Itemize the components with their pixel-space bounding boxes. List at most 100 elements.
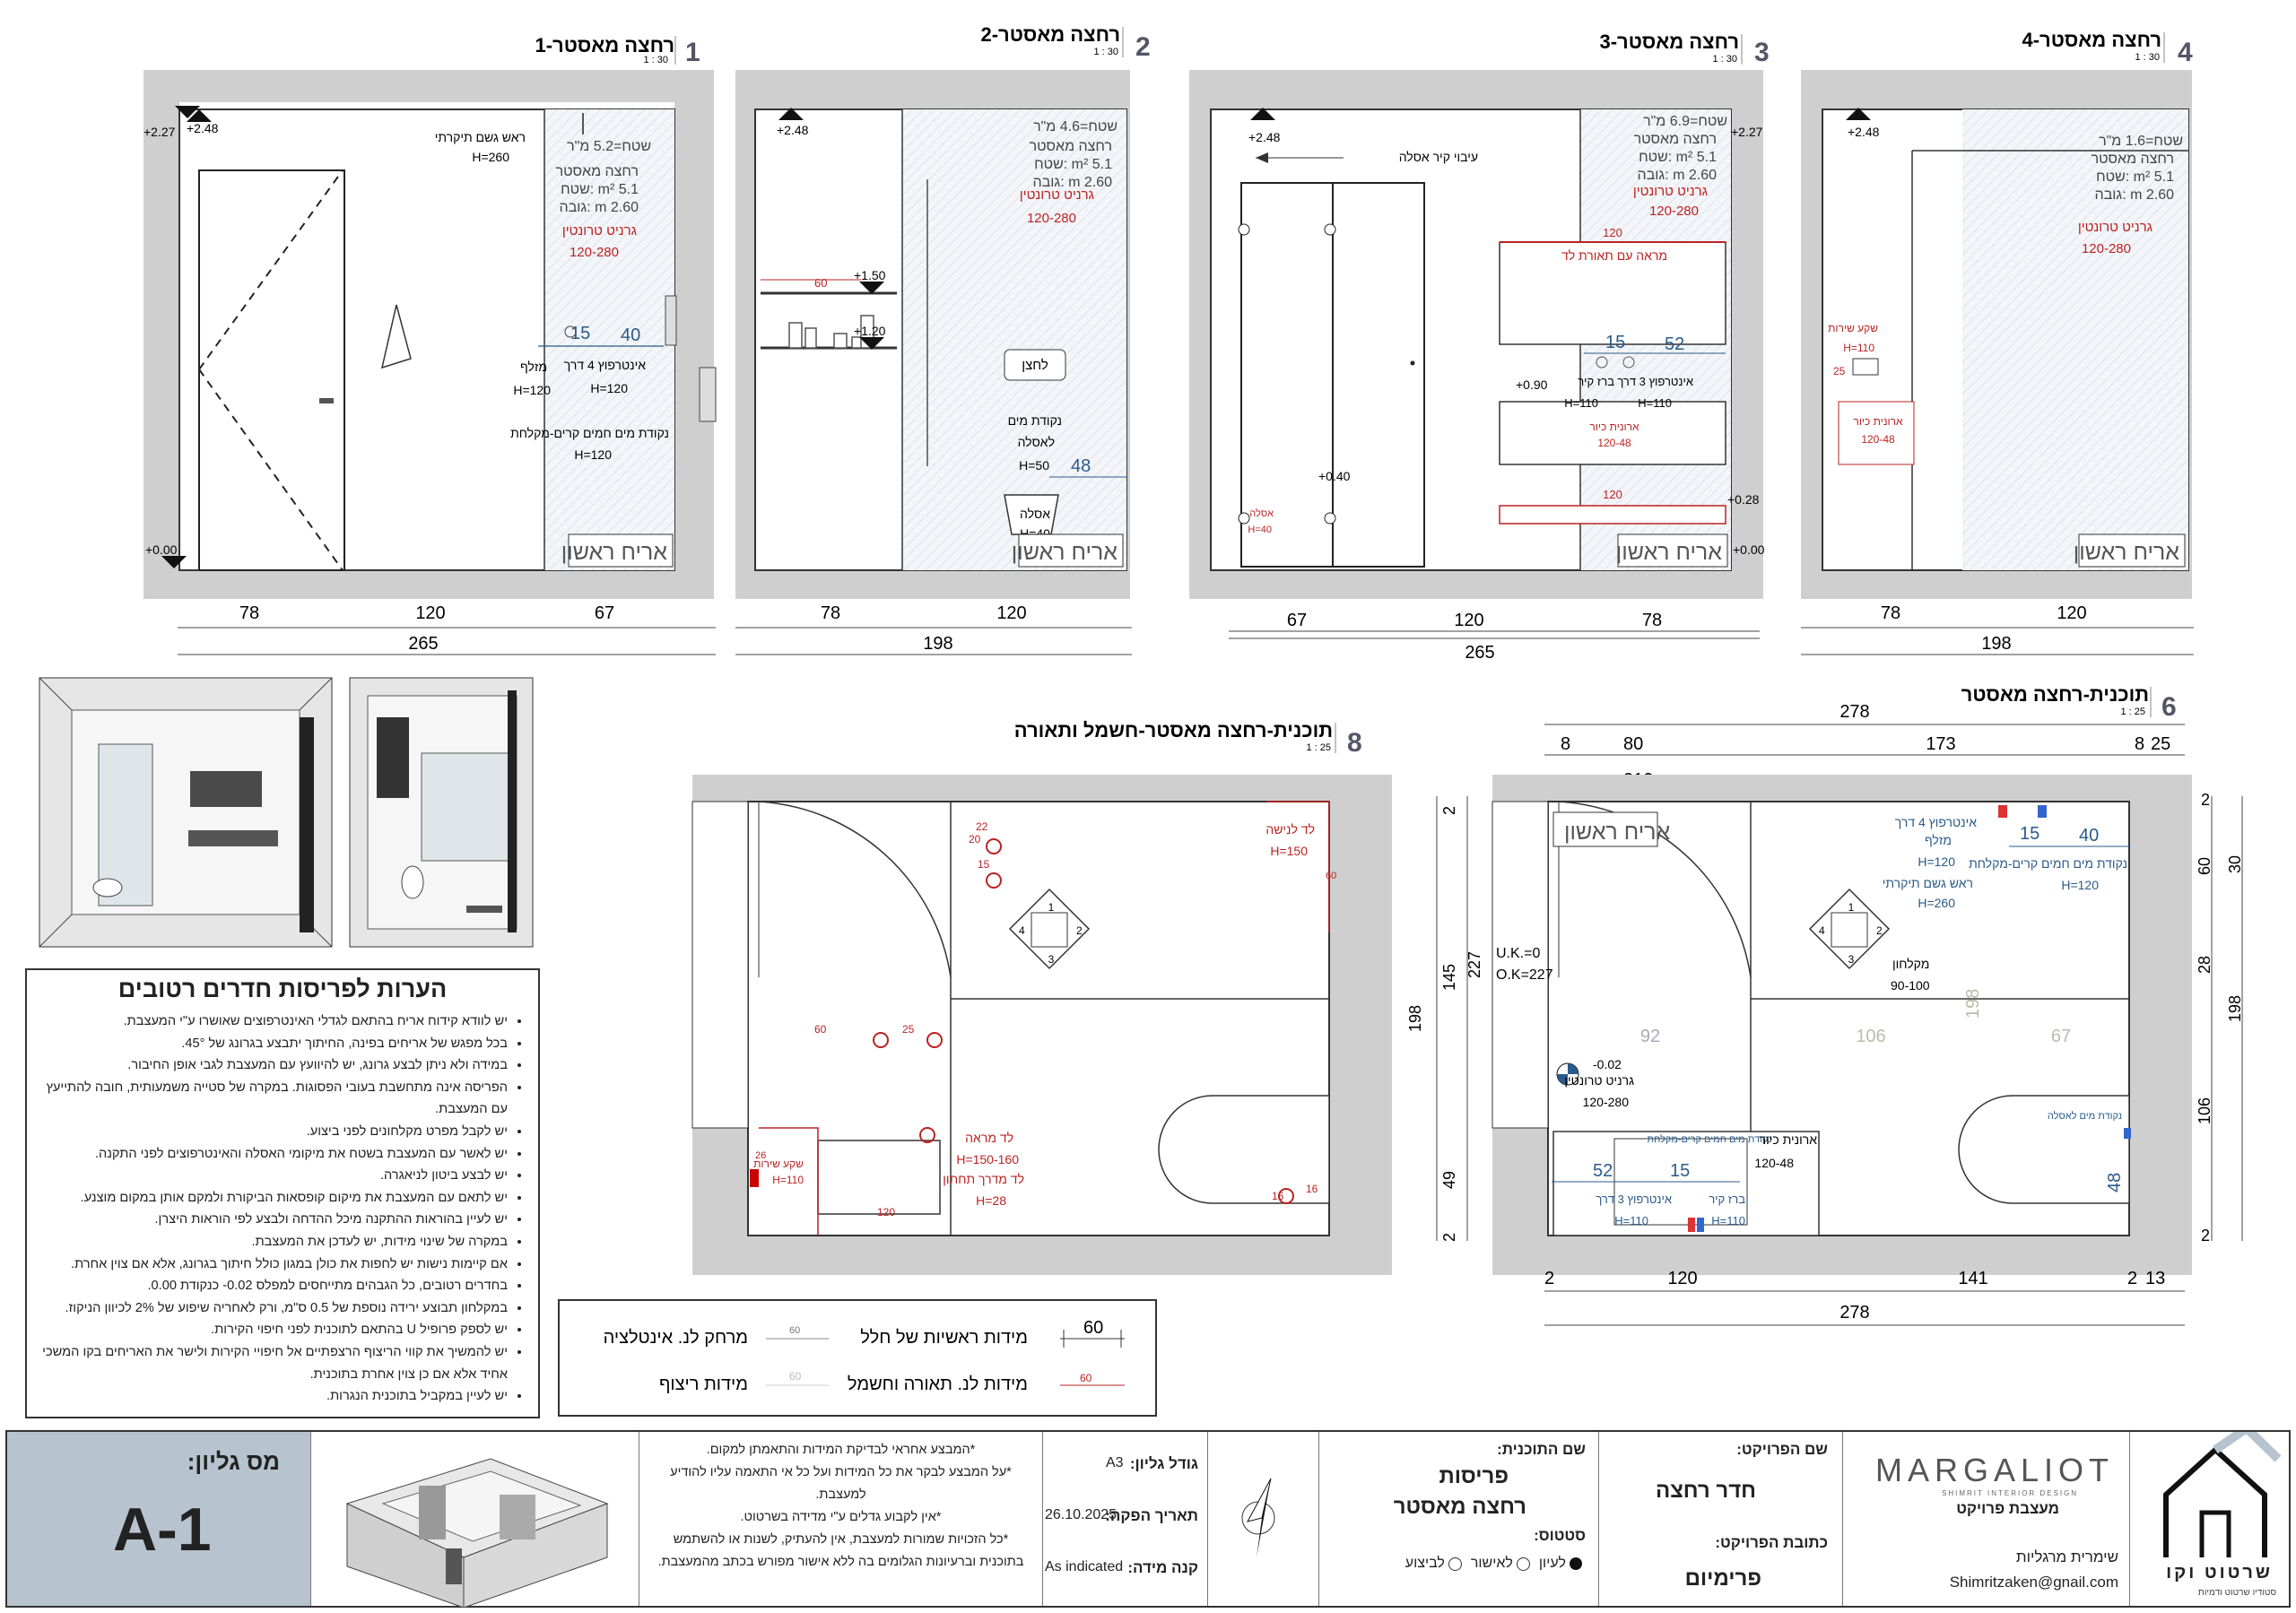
- elev3-total: 265: [1465, 643, 1494, 663]
- elev1-interrupter-h: H=120: [590, 381, 628, 395]
- note-item: יש לוודא קידוח אריח בהתאם לגדלי האינטרפו…: [36, 1010, 508, 1033]
- view-title-1: רחצה מאסטר-1 1 : 30 1: [535, 34, 700, 67]
- elev1-room: רחצה מאסטר: [556, 164, 639, 179]
- plan6-left-dim-e: 49: [1440, 1171, 1458, 1189]
- plan6-top-dim-c: 173: [1926, 734, 1955, 754]
- elev3-mirror-width: 120: [1603, 226, 1622, 239]
- plan8-mirror-led: לד מראה: [965, 1131, 1013, 1145]
- plan6-wall-faucet: ברז קיר: [1709, 1192, 1745, 1206]
- plan6-floor-dim-d: 67: [2051, 1027, 2071, 1046]
- plan6-top-dim-b: 80: [1623, 734, 1643, 754]
- plan8-step-led-h: H=28: [976, 1193, 1006, 1208]
- project-address: פרימיום: [1684, 1566, 1761, 1591]
- plan8-d60: 60: [814, 1023, 827, 1036]
- elev2-area: שטח=4.6 מ"ר: [1033, 119, 1118, 134]
- note-item: יש לספק פרופיל U בהתאם לתוכנית לפני חיפו…: [36, 1319, 508, 1341]
- plan8-d120: 120: [877, 1206, 895, 1218]
- plan6-right-outer-b: 198: [2226, 995, 2244, 1022]
- elev1-dim-a: 78: [239, 603, 259, 623]
- view-8-scale: 1 : 25: [1306, 742, 1331, 753]
- elev1-total: 265: [408, 634, 438, 654]
- elev3-cabinet-size: 120-48: [1597, 437, 1631, 449]
- elev2-toilet: אסלה: [1020, 507, 1050, 521]
- view-4-number: 4: [2178, 38, 2193, 67]
- disclaimer-text: *המבצע אחראי לבדיקת המידות והתאמתן למקום…: [639, 1432, 1042, 1574]
- elev3-tile-size: 120-280: [1649, 204, 1699, 219]
- view-6-number: 6: [2161, 692, 2177, 722]
- note-item: בכל מפגש של אריחים בפינה, החיתוך יתבצע ב…: [36, 1033, 508, 1055]
- note-item: אם קיימות נישות יש לחפות את כולן במגון כ…: [36, 1253, 508, 1276]
- isometric-cell: [310, 1432, 639, 1609]
- plan6-faucet-h: H=120: [1918, 854, 1955, 869]
- note-item: יש לאשר עם המעצבת בשטח את מיקומי האסלה ו…: [36, 1143, 508, 1166]
- plan6-water-h: H=120: [2061, 878, 2099, 892]
- legend-lighting-val: 60: [1080, 1372, 1092, 1384]
- status-approve-option[interactable]: לאישור: [1471, 1556, 1530, 1572]
- svg-text:1: 1: [1048, 901, 1055, 914]
- scale-label: קנה מידה:: [1127, 1559, 1198, 1576]
- status-exec-option[interactable]: לביצוע: [1405, 1556, 1462, 1572]
- disclaimer-item: *כל הזכויות שמורות למעצבת, אין להעתיק, ל…: [657, 1532, 1024, 1569]
- notes-title: הערות לפריסות חדרים רטובים: [117, 976, 448, 1002]
- svg-text:4: 4: [1019, 924, 1025, 937]
- view-6-scale: 1 : 25: [2120, 707, 2145, 717]
- elev2-level-shelf-bottom: +1.20: [854, 324, 886, 338]
- legend-floor-dims: מידות ריצוף: [659, 1375, 748, 1394]
- status-approve: לאישור: [1470, 1556, 1513, 1571]
- plan8-d15: 15: [978, 858, 990, 871]
- view-title-6: תוכנית-רחצה מאסטר 1 : 25 6: [1961, 683, 2177, 722]
- view-3-title: רחצה מאסטר-3: [1599, 30, 1739, 53]
- plan8-led-niche: לד לנישה: [1265, 822, 1315, 837]
- elev1-tile-start: אריח ראשון: [561, 540, 668, 565]
- elev1-rain-h: H=260: [472, 150, 509, 164]
- elev3-toilet-h: H=40: [1248, 525, 1272, 535]
- elev3-dim-52: 52: [1665, 334, 1684, 354]
- view-4-scale: 1 : 30: [2135, 52, 2160, 63]
- elev1-dim-c: 67: [595, 603, 614, 623]
- address-label: כתובת הפרויקט:: [1715, 1534, 1828, 1551]
- plan6-dim-15b: 15: [1670, 1161, 1690, 1181]
- plan6-bottom-dim-b: 120: [1667, 1269, 1697, 1288]
- elev4-tile: גרניט טרונטין: [2078, 220, 2152, 235]
- sheet-meta-cell: גודל גליון: A3 תאריך הפקה: 26.10.2025 קנ…: [1042, 1432, 1207, 1606]
- plan6-bottom-dim-e: 13: [2145, 1269, 2165, 1288]
- plan6-water-point: נקודת מים חמים קרים-מקלחת: [1969, 856, 2127, 871]
- elev2-tile-start: אריח ראשון: [1012, 540, 1118, 565]
- plan6-right-dim-e: 2: [2201, 1227, 2210, 1244]
- view-8-title: תוכנית-רחצה מאסטר-חשמל ותאורה: [1014, 719, 1333, 741]
- elev3-dim-a: 67: [1287, 611, 1307, 630]
- production-date: 26.10.2025: [1045, 1507, 1118, 1522]
- plan8-d22: 22: [976, 820, 988, 833]
- sheet-size-label: גודל גליון:: [1129, 1455, 1198, 1472]
- plan6-dim-15: 15: [2020, 824, 2039, 844]
- studio-logo-icon: [2163, 1422, 2282, 1557]
- note-item: יש להמשיך את קווי הריצוף הרצפתיים אל חיפ…: [36, 1341, 508, 1385]
- plan8-socket-h: H=110: [772, 1174, 804, 1186]
- plan-6: 278 8 80 173 8 25 210 1 42 3 אריח ראשון …: [1406, 702, 2244, 1326]
- elev4-dim-25: 25: [1833, 365, 1846, 377]
- elev3-interrupter: אינטרפוץ 3 דרך: [1617, 375, 1693, 388]
- plan6-tile-size: 120-280: [1583, 1095, 1630, 1109]
- elev1-level-bottom: +0.00: [145, 542, 178, 557]
- elev2-area2: שטח: m² 5.1: [1034, 157, 1112, 172]
- plan6-water-sink: נקודת מים חמים קרים-מקלחת: [1647, 1133, 1771, 1145]
- elev3-height: גובה: m 2.60: [1638, 168, 1718, 183]
- view-3-number: 3: [1754, 38, 1770, 67]
- plan6-bottom-total: 278: [1839, 1303, 1869, 1322]
- elev3-level-040: +0.40: [1318, 469, 1351, 483]
- plan6-left-dim-b: 145: [1440, 964, 1458, 991]
- legend-install-gap: מרחק לנ. אינטלציה: [604, 1328, 748, 1348]
- plan8-mirror-led-h: H=150-160: [956, 1152, 1019, 1166]
- view-title-3: רחצה מאסטר-3 1 : 30 3: [1599, 30, 1769, 67]
- plan6-rain-head: ראש גשם תיקרתי: [1883, 876, 1973, 890]
- view-3-scale: 1 : 30: [1712, 54, 1737, 65]
- status-review-option[interactable]: לעיון: [1539, 1556, 1582, 1572]
- plan6-tile: גרניט טרונטין: [1564, 1073, 1634, 1088]
- plan6-dim-52: 52: [1593, 1161, 1613, 1181]
- sheet-number-cell: מס גליון: A-1: [7, 1432, 310, 1606]
- elev4-dim-a: 78: [1881, 603, 1900, 623]
- elev3-area2: שטח: m² 5.1: [1639, 150, 1717, 165]
- plan6-dim-48: 48: [2105, 1173, 2125, 1192]
